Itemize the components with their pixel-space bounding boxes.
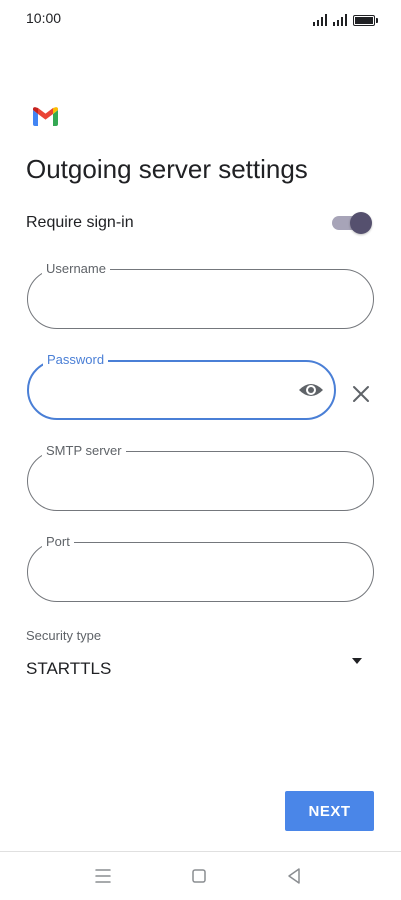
require-signin-label: Require sign-in: [26, 214, 134, 231]
back-icon[interactable]: [284, 866, 304, 886]
home-icon[interactable]: [189, 866, 209, 886]
status-icons: [313, 10, 378, 26]
smtp-server-input[interactable]: [48, 466, 292, 498]
port-field[interactable]: Port: [27, 534, 374, 602]
status-time: 10:00: [26, 10, 62, 26]
page-title: Outgoing server settings: [26, 154, 308, 184]
password-input[interactable]: [49, 376, 293, 408]
password-label: Password: [43, 352, 109, 368]
next-button[interactable]: NEXT: [285, 791, 374, 831]
smtp-server-label: SMTP server: [42, 443, 126, 459]
require-signin-row: Require sign-in: [26, 208, 374, 238]
dropdown-arrow-icon: [352, 658, 362, 664]
system-nav-bar: [0, 852, 401, 900]
status-bar: 10:00: [0, 0, 401, 36]
security-type-value: STARTTLS: [26, 659, 112, 678]
username-input[interactable]: [48, 284, 292, 316]
security-type-label: Security type: [26, 628, 102, 643]
toggle-thumb: [350, 212, 372, 234]
security-type-dropdown[interactable]: STARTTLS: [26, 650, 374, 686]
menu-icon[interactable]: [93, 866, 113, 886]
username-label: Username: [42, 261, 110, 277]
smtp-server-field[interactable]: SMTP server: [27, 443, 374, 511]
nav-divider: [0, 851, 401, 852]
password-field[interactable]: Password: [27, 352, 336, 420]
port-label: Port: [42, 534, 74, 550]
signal-icon: [333, 14, 347, 26]
port-input[interactable]: [48, 557, 292, 589]
show-password-eye-icon[interactable]: [298, 379, 324, 401]
gmail-logo-icon: [33, 107, 58, 126]
signal-icon: [313, 14, 327, 26]
username-field[interactable]: Username: [27, 261, 374, 329]
clear-password-close-icon[interactable]: [351, 384, 371, 404]
require-signin-toggle[interactable]: [332, 211, 372, 235]
battery-icon: [353, 15, 378, 26]
